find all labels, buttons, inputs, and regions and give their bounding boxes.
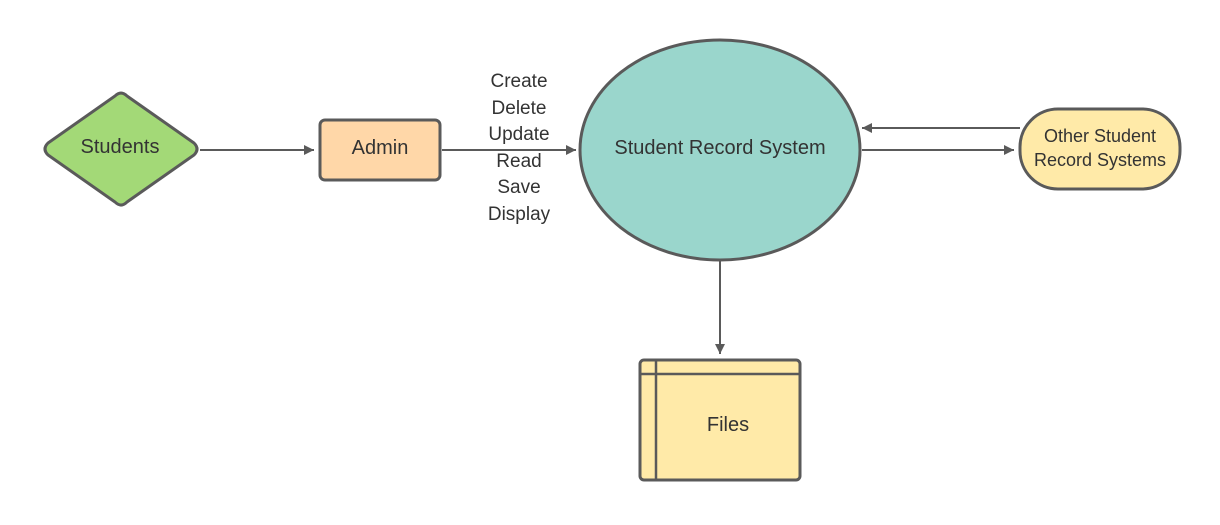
files-label: Files <box>707 414 749 436</box>
node-student-record-system[interactable]: Student Record System <box>578 38 862 262</box>
edge-label-display: Display <box>488 204 551 225</box>
edge-label-save: Save <box>497 177 540 198</box>
students-diamond-shape <box>43 91 199 207</box>
admin-box-shape <box>318 118 442 182</box>
system-ellipse-shape <box>578 38 862 262</box>
edge-label-read: Read <box>496 151 541 172</box>
other-systems-label-line1: Other Student <box>1044 126 1156 146</box>
other-systems-stadium-shape <box>1018 107 1182 191</box>
files-storage-shape <box>638 358 802 482</box>
node-admin[interactable]: Admin <box>318 118 442 182</box>
system-label: Student Record System <box>614 137 825 159</box>
node-students[interactable]: Students <box>43 91 199 207</box>
admin-label: Admin <box>352 137 409 159</box>
node-files[interactable]: Files <box>638 358 802 482</box>
students-label: Students <box>81 136 160 158</box>
edge-labels-operations: Create Delete Update Read Save Display <box>488 71 551 225</box>
edge-label-update: Update <box>488 124 549 145</box>
other-systems-label-line2: Record Systems <box>1034 150 1166 170</box>
node-other-student-record-systems[interactable]: Other Student Record Systems <box>1018 107 1182 191</box>
edge-label-delete: Delete <box>492 98 547 119</box>
edge-label-create: Create <box>490 71 547 92</box>
